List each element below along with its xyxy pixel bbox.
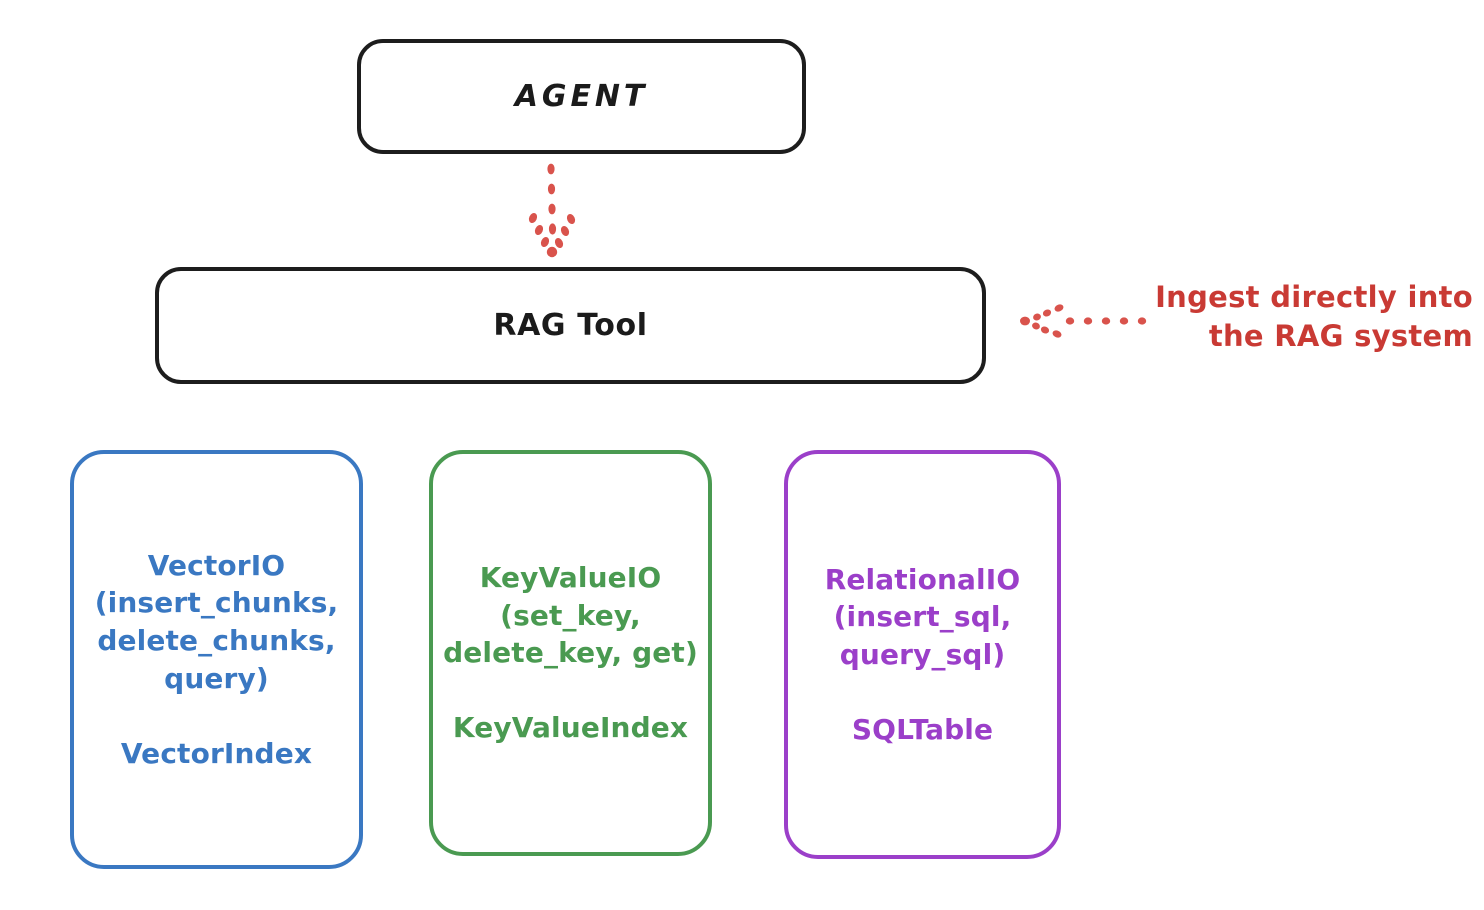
relational-io-node-label: RelationalIO (insert_sql, query_sql) SQL… <box>824 562 1021 746</box>
keyvalue-io-node-label: KeyValueIO (set_key, delete_key, get) Ke… <box>443 561 698 745</box>
agent-node-label: AGENT <box>514 79 649 114</box>
ingest-into-rag-tool-arrow <box>1020 304 1147 338</box>
rag-tool-node-label: RAG Tool <box>493 308 648 343</box>
agent-node[interactable]: AGENT <box>357 39 806 154</box>
vector-io-node[interactable]: VectorIO (insert_chunks, delete_chunks, … <box>70 450 363 869</box>
agent-to-rag-tool-arrow <box>528 163 576 258</box>
keyvalue-io-node[interactable]: KeyValueIO (set_key, delete_key, get) Ke… <box>429 450 712 856</box>
vector-io-node-label: VectorIO (insert_chunks, delete_chunks, … <box>94 548 339 770</box>
ingest-annotation-text: Ingest directly into the RAG system <box>1155 280 1473 354</box>
relational-io-node[interactable]: RelationalIO (insert_sql, query_sql) SQL… <box>784 450 1061 859</box>
rag-tool-node[interactable]: RAG Tool <box>155 267 986 384</box>
